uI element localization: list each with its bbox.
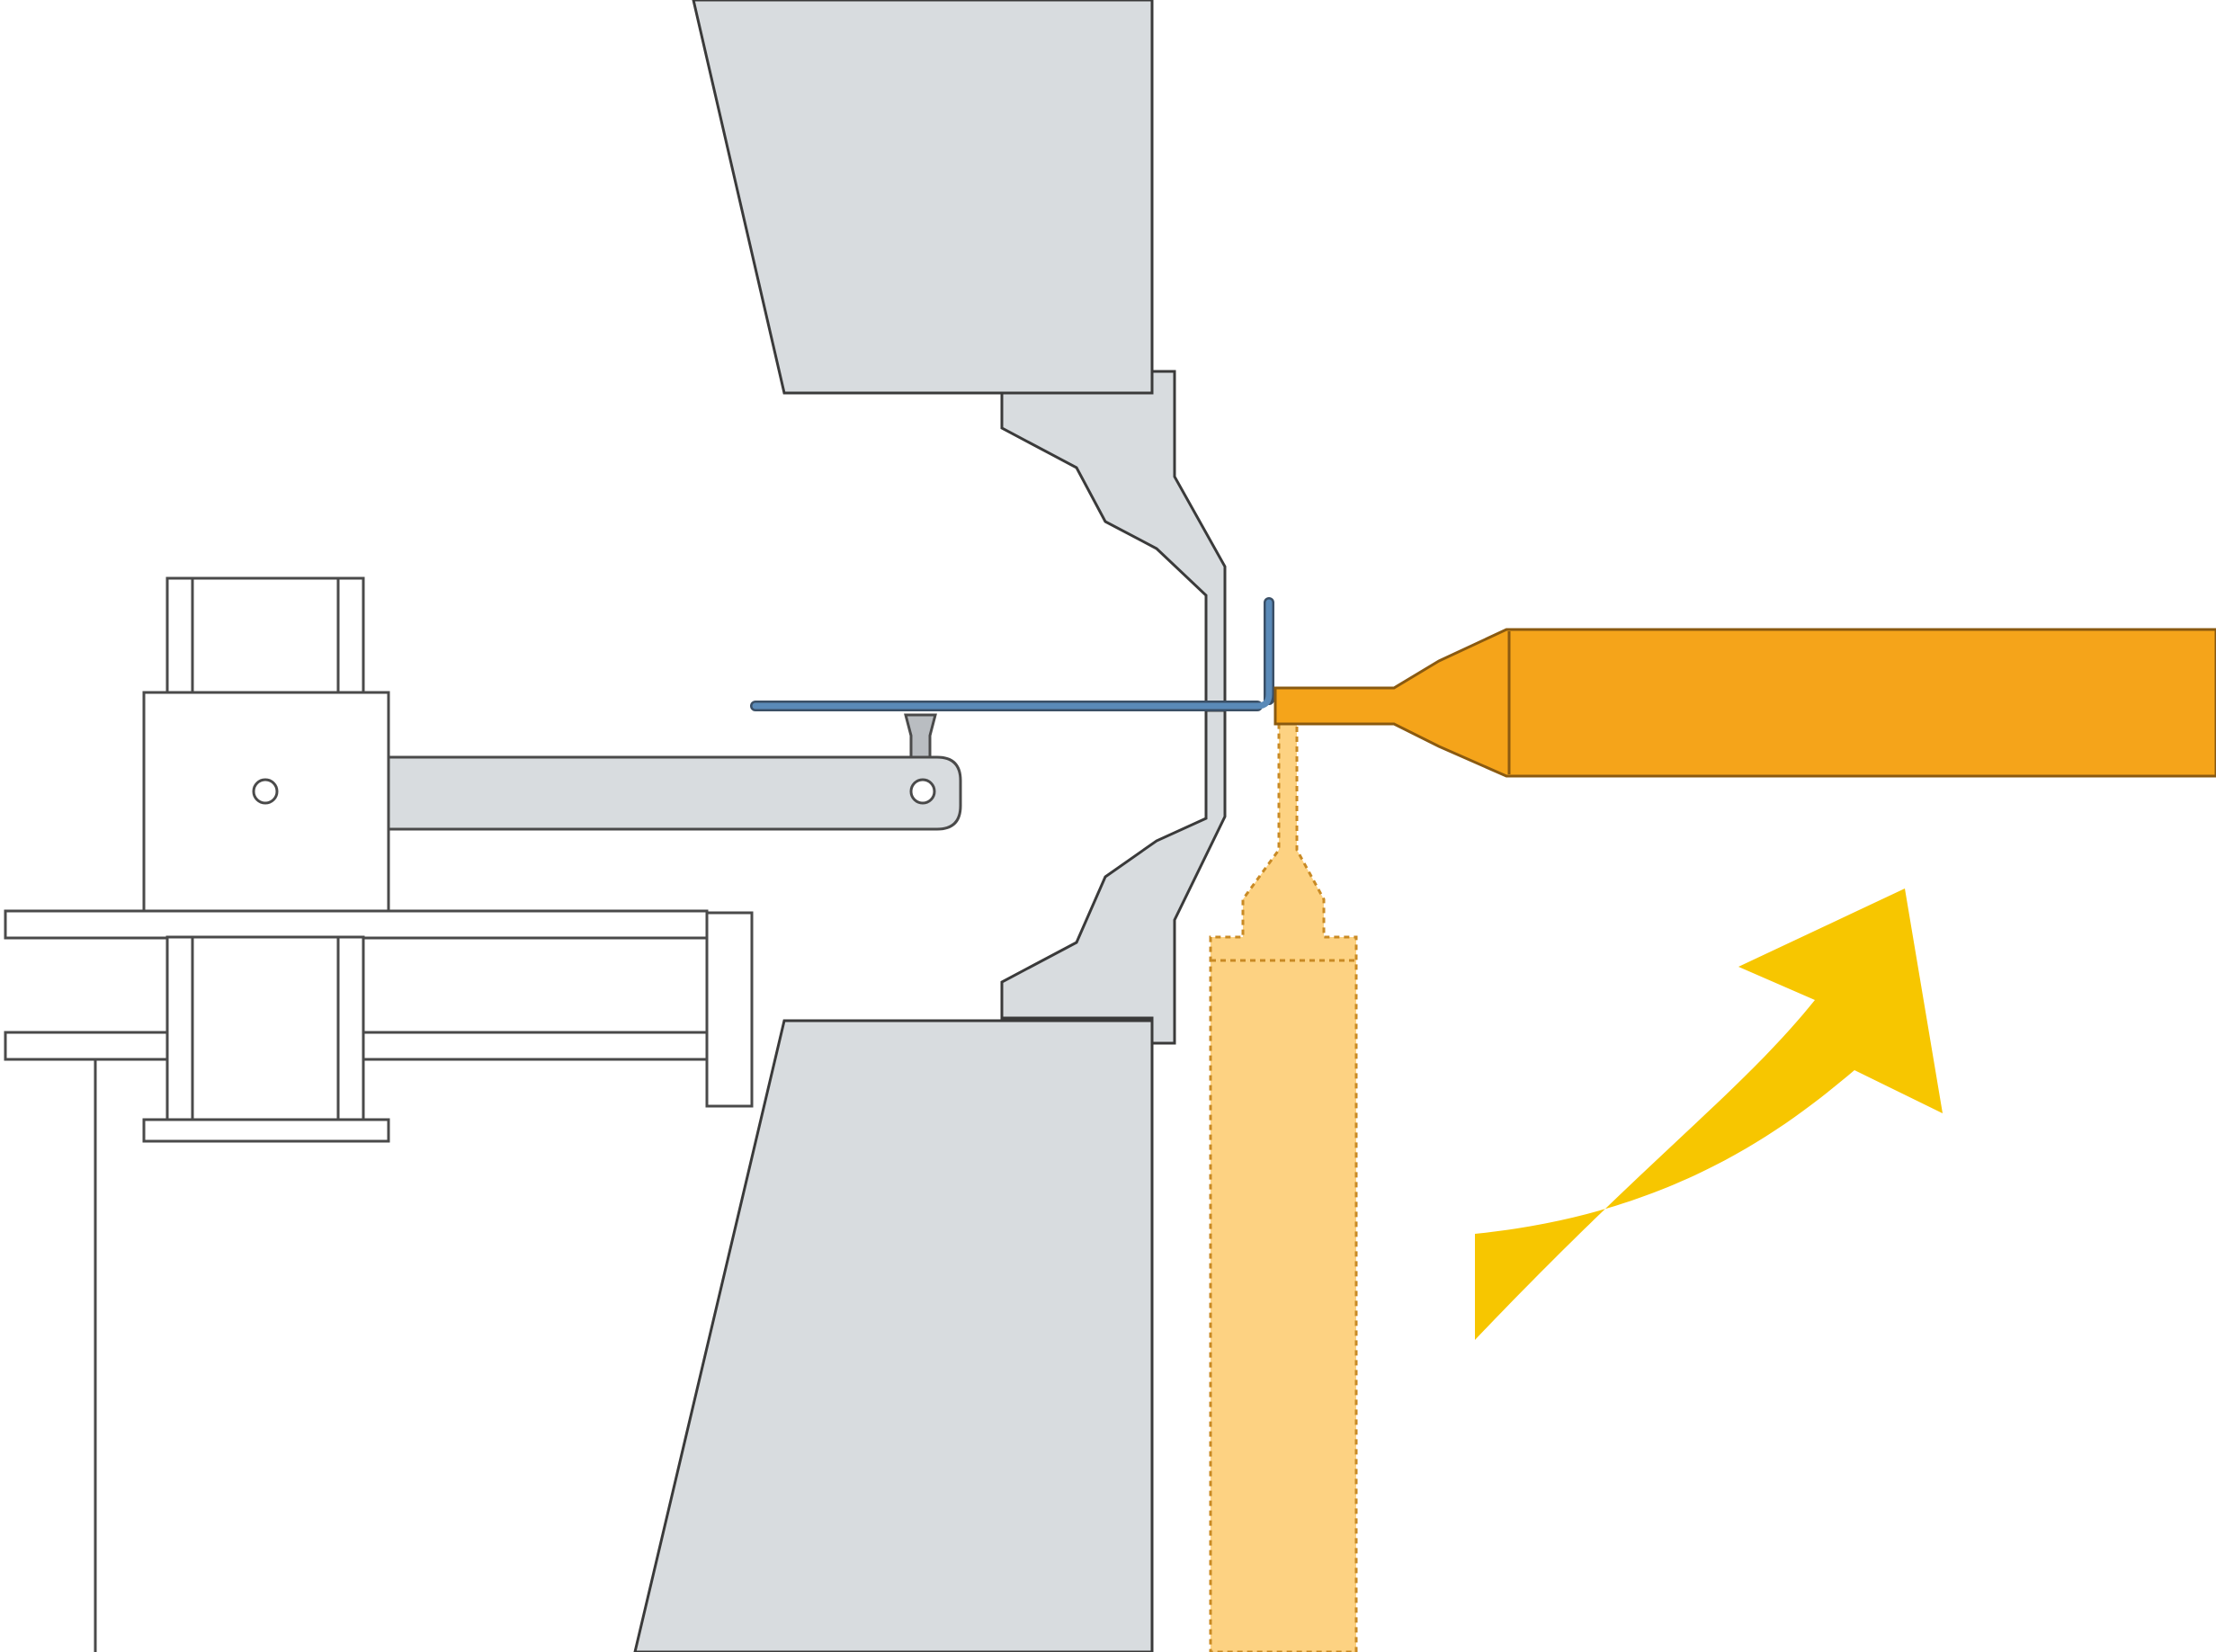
rail-upper	[4, 909, 709, 940]
bending-blade-body	[1273, 628, 2216, 778]
support-arm	[387, 755, 962, 831]
carriage-block	[142, 691, 390, 939]
upper-tool	[692, 0, 1227, 705]
arm-pin	[909, 778, 936, 805]
bending-blade	[1273, 628, 2216, 778]
manipulator	[4, 576, 962, 1652]
arm-support-pad	[904, 713, 937, 759]
lower-tool-tip	[1000, 709, 1227, 1045]
workpiece	[750, 597, 1274, 711]
upper-tool-tip	[1000, 370, 1227, 705]
guide-base-plate	[142, 1118, 390, 1143]
bent-flange	[1254, 599, 1273, 710]
lower-tool	[633, 709, 1227, 1652]
rail-end-block	[705, 911, 754, 1108]
curved-arrow-icon	[1475, 889, 1943, 1340]
carriage-pin	[252, 778, 279, 805]
vertical-guide-top	[165, 576, 365, 697]
lower-tool-body	[633, 1019, 1154, 1652]
vertical-guide-bottom	[165, 935, 365, 1123]
upper-tool-body	[692, 0, 1154, 395]
bending-blade-initial-position	[1209, 713, 1358, 1652]
